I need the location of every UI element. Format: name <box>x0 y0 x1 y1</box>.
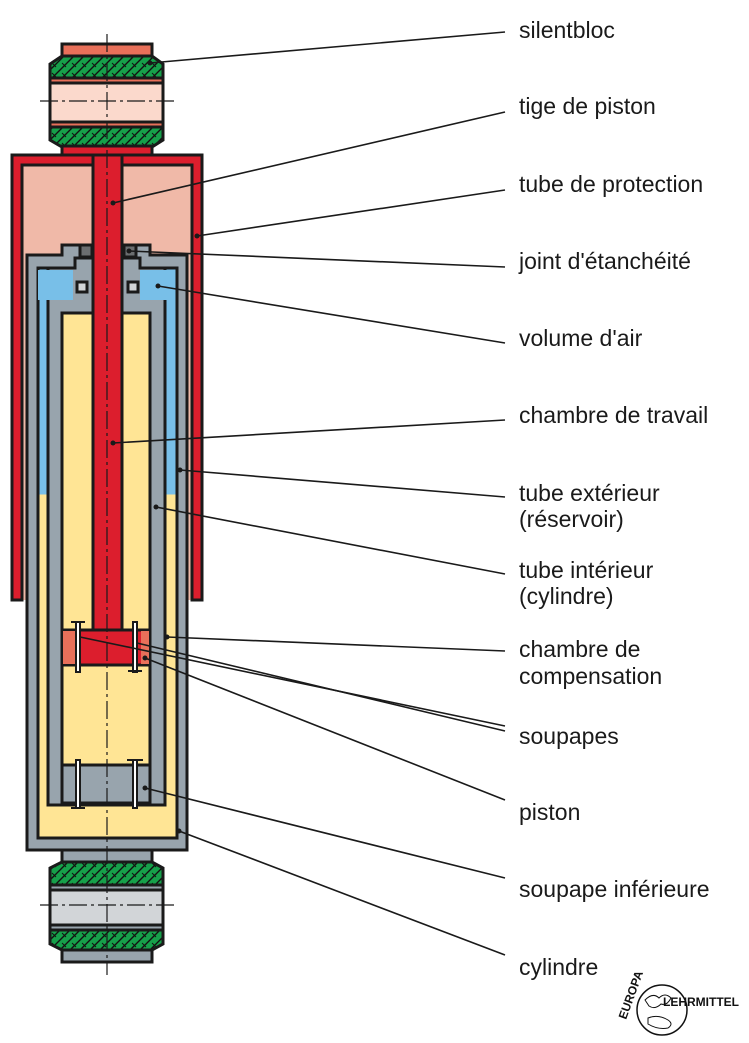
seal-right <box>126 280 140 294</box>
piston-valve-left <box>71 621 85 673</box>
leader-lines <box>79 31 506 956</box>
label-tube-interieur: tube intérieur <box>519 557 654 583</box>
europa-lehrmittel-logo: EUROPA LEHRMITTEL <box>616 969 739 1036</box>
label-tube-exterieur: tube extérieur <box>519 480 660 506</box>
label-joint: joint d'étanchéité <box>518 248 691 274</box>
seal-left <box>75 280 89 294</box>
label-tige-de-piston: tige de piston <box>519 93 656 119</box>
label-chambre-de-travail: chambre de travail <box>519 402 708 428</box>
label-soupape-inferieure: soupape inférieure <box>519 876 710 902</box>
label-soupapes: soupapes <box>519 723 619 749</box>
center-lines <box>40 34 175 975</box>
label-tube-de-protection: tube de protection <box>519 171 703 197</box>
label-piston: piston <box>519 799 580 825</box>
label-reservoir: (réservoir) <box>519 506 624 532</box>
joint-left <box>78 243 94 259</box>
bottom-valve <box>60 759 152 809</box>
logo-lehrmittel: LEHRMITTEL <box>663 995 739 1009</box>
label-compensation: compensation <box>519 663 662 689</box>
piston <box>60 621 152 673</box>
piston-valve-right <box>128 621 142 673</box>
label-silentbloc: silentbloc <box>519 17 615 43</box>
label-cylindre-paren: (cylindre) <box>519 583 614 609</box>
label-volume-air: volume d'air <box>519 325 643 351</box>
labels: silentbloc tige de piston tube de protec… <box>518 17 710 980</box>
label-cylindre: cylindre <box>519 954 598 980</box>
label-chambre-de: chambre de <box>519 636 640 662</box>
